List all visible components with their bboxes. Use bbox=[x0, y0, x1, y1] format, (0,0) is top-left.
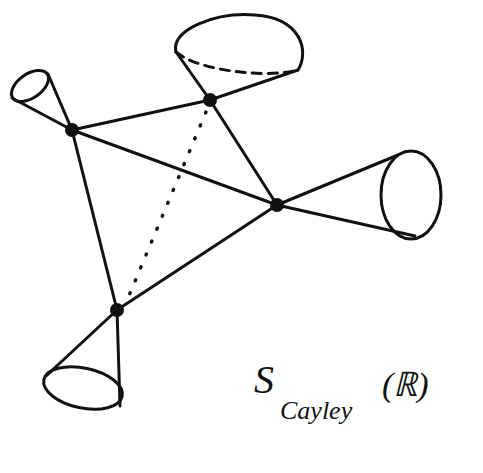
surface-label: S bbox=[254, 360, 274, 400]
node-dot bbox=[65, 123, 79, 137]
node-dot bbox=[203, 93, 217, 107]
surface-label: (ℝ) bbox=[382, 368, 429, 402]
node-dot bbox=[110, 303, 124, 317]
edge-line bbox=[72, 100, 210, 130]
cone-line bbox=[117, 310, 120, 406]
node-dot bbox=[270, 198, 284, 212]
cone-rim bbox=[381, 151, 441, 239]
edge-line bbox=[210, 100, 277, 205]
cone-line bbox=[48, 74, 72, 130]
edge-line bbox=[72, 130, 117, 310]
edge-line bbox=[72, 130, 277, 205]
cone-rim bbox=[6, 64, 54, 108]
subscript-label: Cayley bbox=[280, 398, 352, 424]
cone-line bbox=[176, 52, 210, 100]
cone-rim bbox=[40, 360, 127, 416]
edge-line bbox=[117, 205, 277, 310]
cone-rim-hidden bbox=[176, 52, 298, 73]
hidden-edge bbox=[128, 112, 206, 298]
